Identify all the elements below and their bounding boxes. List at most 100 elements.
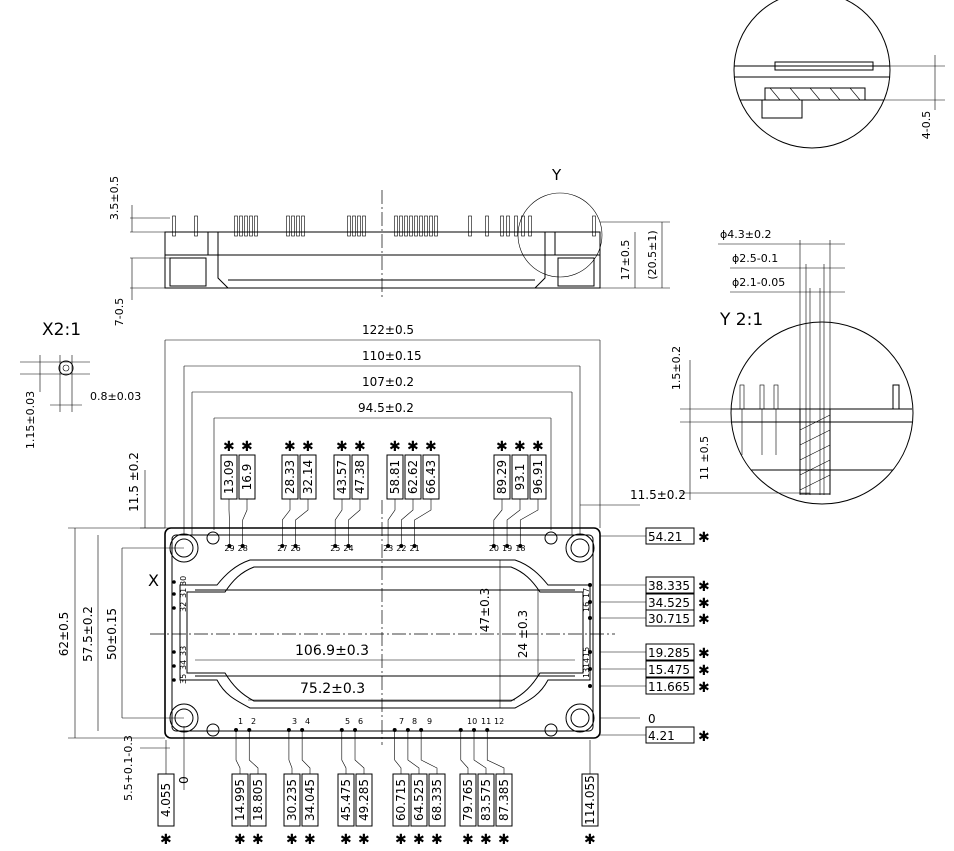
top-pin-star: ✱ xyxy=(532,439,544,455)
bottom-pin-label: 87.385 ✱ xyxy=(485,728,513,848)
right-pin-star: ✱ xyxy=(698,579,710,595)
side-pin xyxy=(592,215,596,237)
bottom-pin-label: 114.055✱ xyxy=(581,740,599,848)
side-pin xyxy=(394,215,398,237)
side-pin xyxy=(468,215,472,237)
bottom-pin-number: 6 xyxy=(358,717,363,726)
detail-y-dia-3: ϕ2.1-0.05 xyxy=(732,276,785,289)
side-pin xyxy=(399,215,403,237)
detail-y-dim-2: 11 ±0.5 xyxy=(698,436,711,480)
right-pin-star: ✱ xyxy=(698,663,710,679)
section-marker-x: X xyxy=(148,571,159,590)
left-pin-dot xyxy=(172,580,176,584)
right-pin-label: 19.285 ✱ xyxy=(588,643,710,662)
right-pin-star: ✱ xyxy=(698,596,710,612)
pin-layer: 13.09✱2916.9✱2828.33✱2732.14✱2643.57✱254… xyxy=(157,439,710,848)
left-pin-number: 35 xyxy=(179,674,188,684)
top-pin-star: ✱ xyxy=(514,439,526,455)
side-dim-total-height: (20.5±1) xyxy=(646,230,659,279)
side-pin xyxy=(419,215,423,237)
left-pin-number: 33 xyxy=(179,646,188,656)
bottom-pin-number: 5 xyxy=(345,717,350,726)
right-pin-star: ✱ xyxy=(698,646,710,662)
dim-122: 122±0.5 xyxy=(362,323,414,337)
dim-47: 47±0.3 xyxy=(478,588,492,632)
top-pin-position: 62.62 xyxy=(406,460,420,494)
bottom-pin-label: 45.475✱ xyxy=(337,728,355,848)
top-pin-number: 28 xyxy=(238,544,248,553)
top-pin-label: 66.43✱21 xyxy=(410,439,440,553)
right-pin-position: 19.285 xyxy=(648,646,690,660)
top-pin-number: 18 xyxy=(515,544,525,553)
top-pin-star: ✱ xyxy=(302,439,314,455)
detail-y-title: Y 2:1 xyxy=(719,310,763,330)
top-pin-number: 22 xyxy=(396,544,406,553)
top-pin-star: ✱ xyxy=(389,439,401,455)
detail-y-dia-2: ϕ2.5-0.1 xyxy=(732,252,778,265)
left-pin-dot xyxy=(172,664,176,668)
bottom-pin-position: 49.285 xyxy=(357,779,371,821)
dim-107: 107±0.2 xyxy=(362,375,414,389)
side-pin xyxy=(414,215,418,237)
detail-top-dim: 4-0.5 xyxy=(920,111,933,139)
dim-24: 24 ±0.3 xyxy=(516,610,530,658)
bottom-pin-position: 4.055 xyxy=(159,783,173,817)
left-pin-number: 32 xyxy=(179,602,188,612)
side-pin xyxy=(362,215,366,237)
side-pin xyxy=(239,215,243,237)
side-pin xyxy=(286,215,290,237)
side-pin xyxy=(404,215,408,237)
bottom-pin-number: 1 xyxy=(238,717,243,726)
side-pin xyxy=(485,215,489,237)
side-pin xyxy=(254,215,258,237)
bottom-pin-label: 4.055 ✱ xyxy=(157,740,175,848)
side-pin xyxy=(506,215,510,237)
top-pin-label: 62.62✱22 xyxy=(396,439,422,553)
bottom-pin-number: 10 xyxy=(467,717,477,726)
top-pin-number: 23 xyxy=(383,544,393,553)
detail-x-title: X2:1 xyxy=(42,320,81,340)
bottom-pin-label: 60.715✱ xyxy=(392,728,410,848)
top-pin-label: 58.81✱23 xyxy=(383,439,404,553)
bottom-pin-number: 11 xyxy=(481,717,491,726)
right-pin-position: 4.21 xyxy=(648,729,675,743)
right-pin-label: 11.665✱ xyxy=(588,677,710,696)
bottom-pin-star: ✱ xyxy=(160,832,172,848)
top-pin-star: ✱ xyxy=(284,439,296,455)
bottom-pin-number: 8 xyxy=(412,717,417,726)
dim-106-9: 106.9±0.3 xyxy=(295,643,369,659)
bottom-pin-star: ✱ xyxy=(234,832,246,848)
side-pin xyxy=(528,215,532,237)
top-pin-label: 32.14✱26 xyxy=(291,439,317,553)
right-pin-position: 15.475 xyxy=(648,663,690,677)
top-pin-number: 27 xyxy=(277,544,287,553)
side-pin xyxy=(296,215,300,237)
zero-y-label: 0 xyxy=(648,712,656,726)
right-pin-number: 15 xyxy=(582,647,591,657)
bottom-pin-star: ✱ xyxy=(498,832,510,848)
dim-62: 62±0.5 xyxy=(57,612,71,656)
right-pin-number: 16 xyxy=(582,602,591,612)
bottom-pin-star: ✱ xyxy=(431,832,443,848)
side-dim-pin-offset: 7-0.5 xyxy=(113,298,126,326)
right-pin-position: 30.715 xyxy=(648,612,690,626)
bottom-pin-label: 14.995✱ xyxy=(231,728,249,848)
bottom-pin-star: ✱ xyxy=(252,832,264,848)
right-pin-label: 38.335✱ xyxy=(588,576,710,595)
bottom-pin-label: 68.335✱ xyxy=(419,728,446,848)
detail-y-dim-1: 1.5±0.2 xyxy=(670,346,683,390)
bottom-pin-star: ✱ xyxy=(462,832,474,848)
top-pin-star: ✱ xyxy=(241,439,253,455)
right-pin-position: 54.21 xyxy=(648,530,682,544)
detail-top-circle: 4-0.5 xyxy=(733,0,945,149)
top-pin-star: ✱ xyxy=(354,439,366,455)
bottom-pin-star: ✱ xyxy=(480,832,492,848)
dim-57-5: 57.5±0.2 xyxy=(81,606,95,662)
detail-y-callout: Y xyxy=(551,166,562,184)
bottom-pin-position: 87.385 xyxy=(497,779,511,821)
side-pin xyxy=(291,215,295,237)
dim-5-5: 5.5+0.1-0.3 xyxy=(122,735,135,801)
top-pin-number: 29 xyxy=(224,544,234,553)
side-pin xyxy=(514,215,518,237)
top-pin-star: ✱ xyxy=(496,439,508,455)
